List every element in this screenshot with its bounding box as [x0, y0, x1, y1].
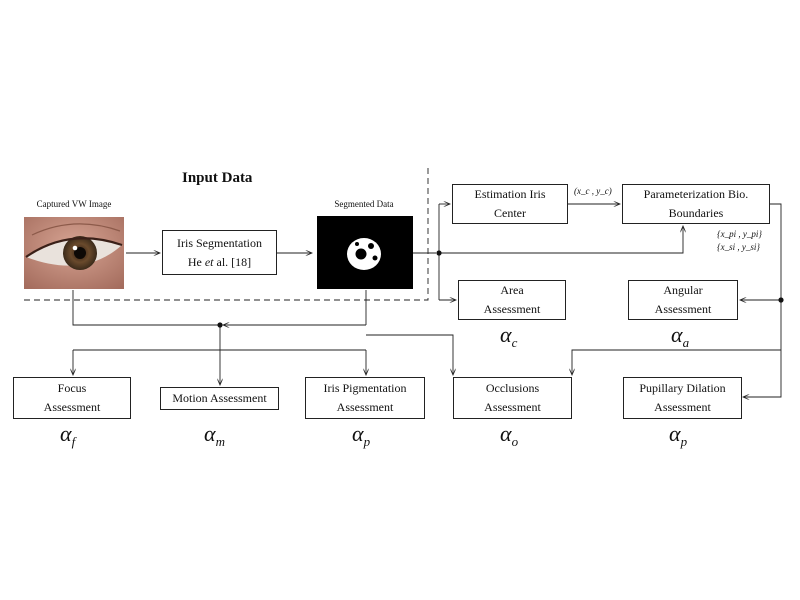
alpha-glyph: α [671, 322, 683, 347]
junction-dot [217, 322, 223, 328]
alpha-glyph: α [500, 421, 512, 446]
focus-assessment-box: Focus Assessment [13, 377, 131, 419]
angular-assessment-box: Angular Assessment [628, 280, 738, 320]
alpha-glyph: α [500, 322, 512, 347]
input-data-title: Input Data [182, 170, 253, 186]
motion-line1: Motion Assessment [172, 391, 267, 405]
pupil-boundary-coordinates: {x_pi , y_pi} [717, 229, 762, 239]
focus-line2: Assessment [43, 400, 101, 414]
parameterization-line1: Parameterization Bio. [643, 187, 749, 201]
alpha-p-pigmentation-symbol: αp [352, 421, 370, 450]
captured-image-label: Captured VW Image [36, 199, 112, 209]
alpha-c-symbol: αc [500, 322, 517, 351]
alpha-o-symbol: αo [500, 421, 518, 450]
segmented-data-label: Segmented Data [334, 199, 394, 209]
alpha-subscript: a [682, 335, 690, 350]
angular-line1: Angular [663, 283, 703, 297]
alpha-glyph: α [60, 421, 72, 446]
pigmentation-line1: Iris Pigmentation [323, 381, 407, 395]
occlusions-line2: Assessment [484, 400, 541, 414]
parameterization-line2: Boundaries [668, 206, 724, 220]
junction-dot [436, 250, 442, 256]
citation-author: He [187, 254, 205, 269]
junction-dot [778, 297, 784, 303]
area-line2: Assessment [483, 302, 541, 316]
segmented-mask-image [317, 216, 413, 289]
estimation-line1: Estimation Iris [474, 187, 546, 201]
iris-segmentation-line1: Iris Segmentation [177, 235, 262, 250]
alpha-glyph: α [352, 421, 364, 446]
alpha-subscript: o [511, 434, 519, 449]
center-coordinates: (x_c , y_c) [574, 186, 612, 196]
sclera-boundary-coordinates: {x_si , y_si} [717, 242, 760, 252]
parameterization-box: Parameterization Bio. Boundaries [622, 184, 770, 224]
citation-etal: et [204, 254, 214, 269]
occlusions-line1: Occlusions [485, 381, 540, 395]
area-line1: Area [500, 283, 524, 297]
alpha-p-dilation-symbol: αp [669, 421, 687, 450]
pupillary-dilation-box: Pupillary Dilation Assessment [623, 377, 742, 419]
iris-segmentation-line2: He et al. [18] [188, 253, 251, 272]
occlusions-assessment-box: Occlusions Assessment [453, 377, 572, 419]
iris-pigmentation-box: Iris Pigmentation Assessment [305, 377, 425, 419]
alpha-f-symbol: αf [60, 421, 75, 450]
dilation-line1: Pupillary Dilation [639, 381, 726, 395]
estimation-line2: Center [494, 206, 526, 220]
alpha-glyph: α [669, 421, 681, 446]
motion-assessment-box: Motion Assessment [160, 387, 279, 410]
alpha-subscript: c [511, 335, 518, 350]
estimation-iris-center-box: Estimation Iris Center [452, 184, 568, 224]
alpha-subscript: p [363, 434, 371, 449]
alpha-a-symbol: αa [671, 322, 689, 351]
area-assessment-box: Area Assessment [458, 280, 566, 320]
angular-line2: Assessment [654, 302, 712, 316]
alpha-subscript: p [680, 434, 688, 449]
iris-segmentation-box: Iris Segmentation He et al. [18] [162, 230, 277, 275]
dilation-line2: Assessment [654, 400, 711, 414]
alpha-subscript: f [71, 434, 76, 449]
pigmentation-line2: Assessment [336, 400, 394, 414]
alpha-m-symbol: αm [204, 421, 225, 450]
captured-eye-image [24, 217, 124, 289]
alpha-glyph: α [204, 421, 216, 446]
focus-line1: Focus [57, 381, 87, 395]
input-data-frame [24, 168, 429, 301]
citation-ref: al. [18] [213, 254, 252, 269]
alpha-subscript: m [215, 434, 225, 449]
